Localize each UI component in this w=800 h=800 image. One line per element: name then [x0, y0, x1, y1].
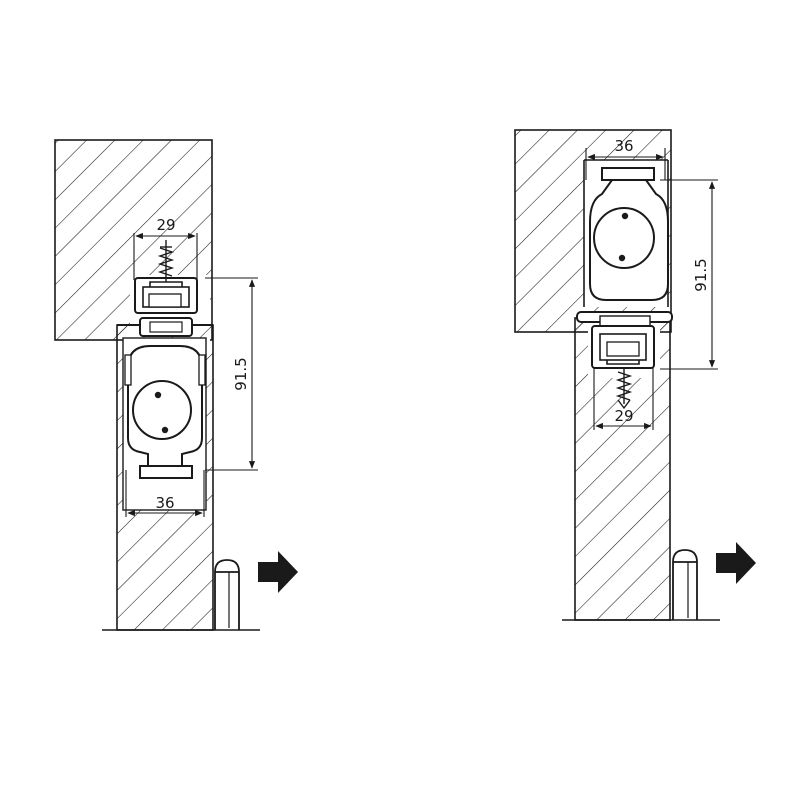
- right-bottom-dimension: 29: [614, 407, 633, 425]
- right-carriage: [589, 167, 669, 301]
- left-top-dimension: 29: [156, 216, 175, 234]
- left-roller-disc: [132, 380, 192, 440]
- floor-guide-icon: [672, 549, 698, 620]
- screw-icon: [157, 240, 175, 282]
- left-view: [54, 139, 260, 631]
- left-dimensions: [125, 232, 258, 517]
- screw-icon: [615, 368, 633, 410]
- right-top-dimension: 36: [614, 137, 633, 155]
- right-height-dimension: 91.5: [692, 258, 710, 291]
- left-bottom-dimension: 36: [155, 494, 174, 512]
- arrow-right-icon: [716, 542, 756, 584]
- left-height-dimension: 91.5: [232, 357, 250, 390]
- right-roller-disc: [593, 207, 655, 269]
- right-view: [514, 129, 720, 621]
- floor-guide-icon: [214, 559, 240, 630]
- left-carriage: [127, 317, 203, 479]
- right-track-profile: [591, 325, 655, 369]
- arrow-right-icon: [258, 551, 298, 593]
- left-track-profile: [134, 277, 198, 314]
- right-dimensions: [585, 148, 718, 430]
